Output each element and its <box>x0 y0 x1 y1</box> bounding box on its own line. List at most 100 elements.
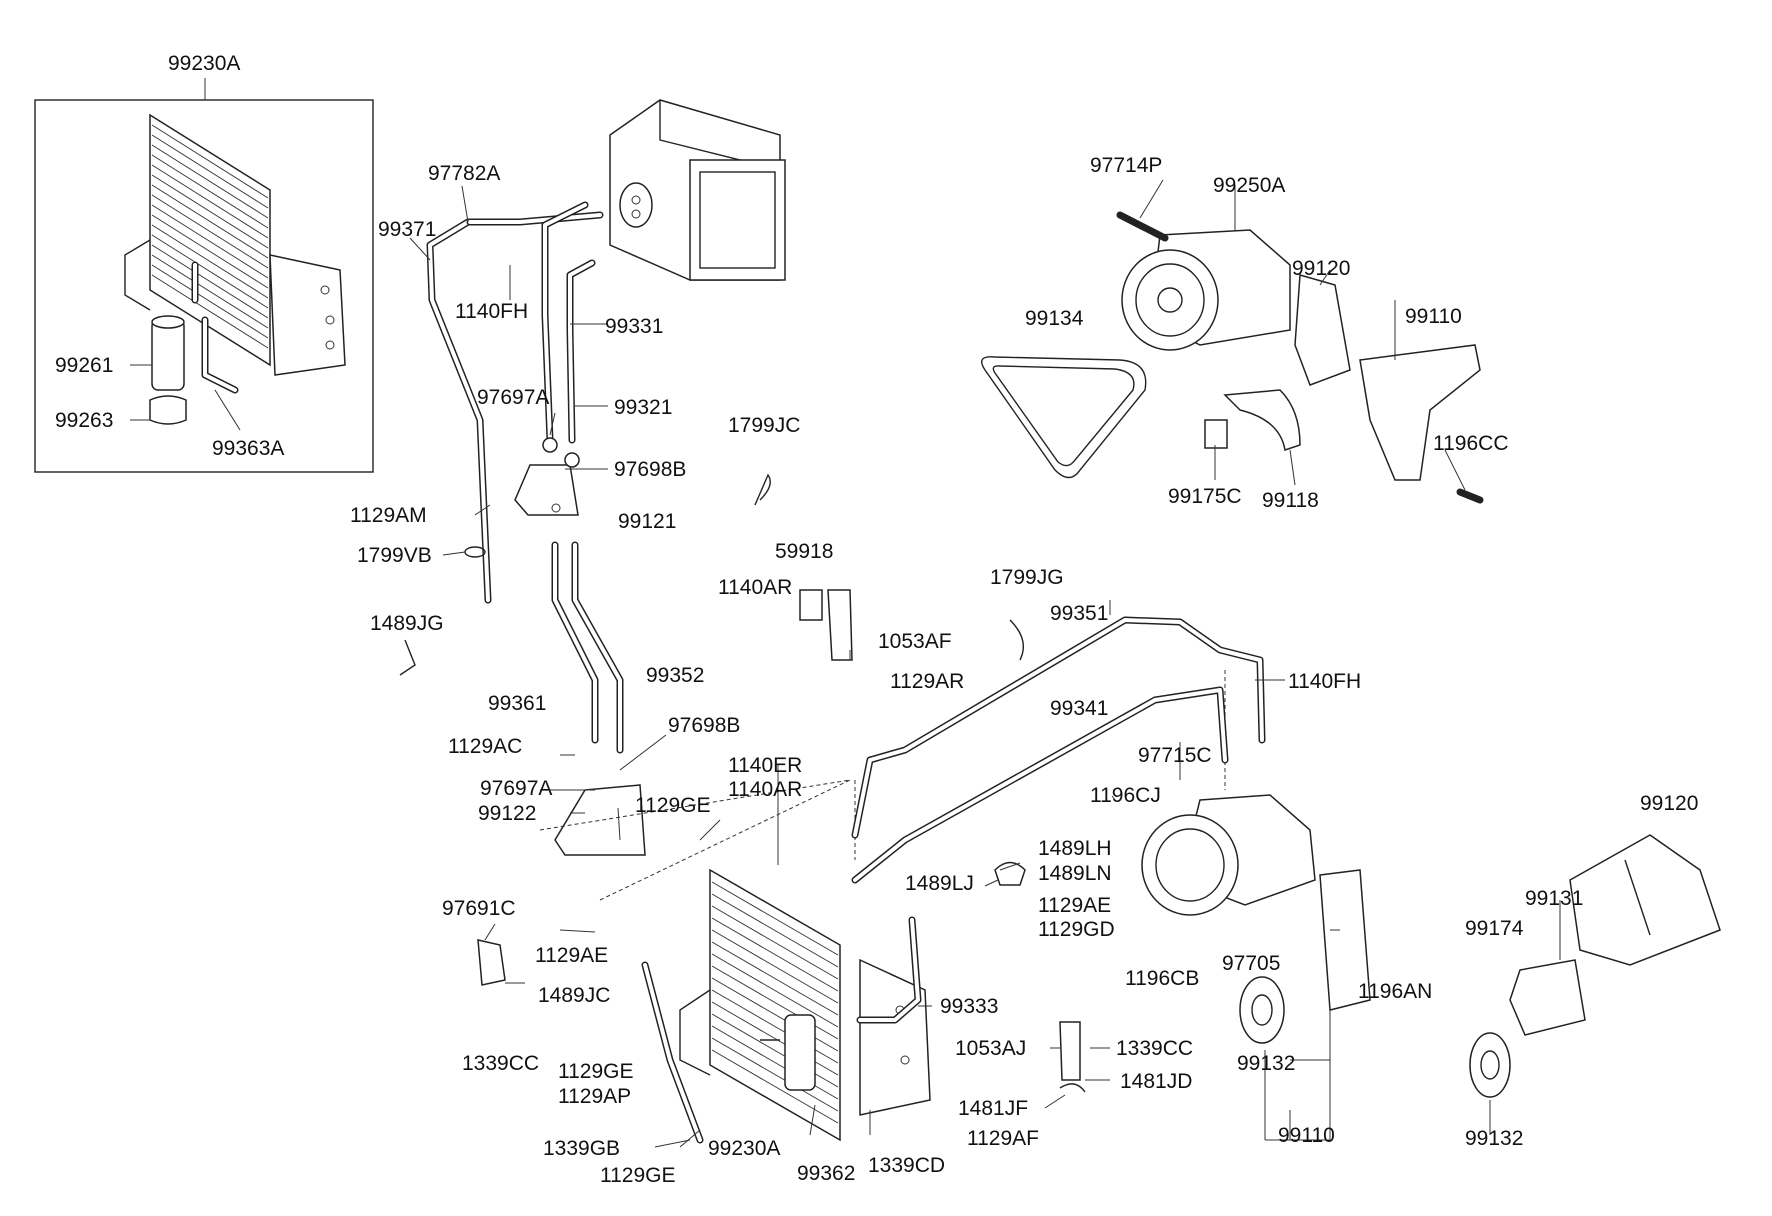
bracket-99110-top <box>1359 344 1481 481</box>
label-1339GB: 1339GB <box>543 1137 620 1160</box>
inset-condenser-assembly <box>34 78 374 473</box>
spacer-99175C <box>1204 419 1228 449</box>
label-99263: 99263 <box>55 409 113 432</box>
label-99175C: 99175C <box>1168 485 1242 508</box>
label-1489JC: 1489JC <box>538 984 610 1007</box>
clip-1481JF <box>1059 1083 1086 1093</box>
evaporator-unit <box>609 99 786 281</box>
label-97697A-a: 97697A <box>477 386 549 409</box>
idler-pulley-b <box>1469 1032 1511 1098</box>
label-1799JC: 1799JC <box>728 414 800 437</box>
label-1489LJ: 1489LJ <box>905 872 974 895</box>
label-97698B-b: 97698B <box>668 714 740 737</box>
pipe-99341 <box>851 686 1229 884</box>
label-99230A-bot: 99230A <box>708 1137 780 1160</box>
label-1489LH: 1489LH <box>1038 837 1112 860</box>
condenser-bottom <box>679 868 931 1142</box>
label-1129GE-a: 1129GE <box>635 794 711 817</box>
label-1481JF: 1481JF <box>958 1097 1028 1120</box>
bracket-1053AJ <box>1059 1021 1081 1081</box>
clip-1489JG <box>399 639 416 676</box>
label-97691C: 97691C <box>442 897 516 920</box>
label-97714P: 97714P <box>1090 154 1162 177</box>
label-1053AJ: 1053AJ <box>955 1037 1026 1060</box>
label-1129GE-c: 1129GE <box>600 1164 676 1187</box>
receiver-drier-bottom <box>784 1014 816 1091</box>
pipe-99351 <box>851 616 1266 839</box>
callout-labels: 99230A 99261 99263 99363A 97782A 99371 1… <box>55 52 1698 1187</box>
label-99110-a: 99110 <box>1405 305 1462 328</box>
label-99132-b: 99132 <box>1465 1127 1523 1150</box>
label-1339CC-b: 1339CC <box>1116 1037 1193 1060</box>
label-99120-b: 99120 <box>1640 792 1698 815</box>
label-99118: 99118 <box>1262 489 1319 512</box>
compressor-top <box>1121 229 1291 351</box>
pipe-99361-99352 <box>551 541 624 754</box>
label-99230A-top: 99230A <box>168 52 240 75</box>
label-1140ER: 1140ER <box>728 754 802 777</box>
label-99134: 99134 <box>1025 307 1084 330</box>
label-1129AF: 1129AF <box>967 1127 1039 1150</box>
label-99120-a: 99120 <box>1292 257 1350 280</box>
label-1129AR: 1129AR <box>890 670 964 693</box>
label-99261: 99261 <box>55 354 113 377</box>
label-1481JD: 1481JD <box>1120 1070 1192 1093</box>
label-1129AC: 1129AC <box>448 735 522 758</box>
label-99331: 99331 <box>605 315 663 338</box>
label-99363A: 99363A <box>212 437 284 460</box>
label-1140AR-a: 1140AR <box>718 576 792 599</box>
label-1196AN: 1196AN <box>1358 980 1432 1003</box>
inset-frame <box>34 99 374 473</box>
bracket-97691C <box>477 939 506 986</box>
bracket-99120-top <box>1294 274 1351 386</box>
bracket-1053AF <box>827 589 853 661</box>
compressor-bottom <box>1141 794 1316 916</box>
label-99361: 99361 <box>488 692 546 715</box>
drier-clamp <box>149 395 187 425</box>
label-1053AF: 1053AF <box>878 630 952 653</box>
condenser-core <box>149 113 271 367</box>
label-99352: 99352 <box>646 664 704 687</box>
label-1129AP: 1129AP <box>558 1085 631 1108</box>
label-1129AM: 1129AM <box>350 504 427 527</box>
label-1489LN: 1489LN <box>1038 862 1112 885</box>
label-99250A: 99250A <box>1213 174 1285 197</box>
label-1196CB: 1196CB <box>1125 967 1199 990</box>
label-99131: 99131 <box>1525 887 1583 910</box>
bracket-99110-bottom <box>1319 869 1371 1011</box>
clip-1799VB <box>464 546 486 558</box>
label-1339CC-a: 1339CC <box>462 1052 539 1075</box>
label-99110-b: 99110 <box>1278 1124 1335 1147</box>
label-1799JG: 1799JG <box>990 566 1064 589</box>
label-99341: 99341 <box>1050 697 1108 720</box>
bracket-99121 <box>514 464 579 516</box>
clip-1799JG <box>1009 619 1024 661</box>
adjusting-plate <box>1223 389 1301 451</box>
label-99122: 99122 <box>478 802 536 825</box>
label-99174: 99174 <box>1465 917 1524 940</box>
condenser-side-bracket <box>269 254 346 376</box>
clip-59918 <box>799 589 823 621</box>
label-1196CJ: 1196CJ <box>1090 784 1161 807</box>
label-99333: 99333 <box>940 995 998 1018</box>
label-99362: 99362 <box>797 1162 855 1185</box>
clip-1799JC <box>754 473 771 506</box>
label-1489JG: 1489JG <box>370 612 444 635</box>
clip-1489LH <box>994 861 1026 886</box>
idler-pulley-a <box>1239 976 1285 1044</box>
receiver-drier <box>151 319 185 391</box>
label-1799VB: 1799VB <box>357 544 432 567</box>
label-1140FH-b: 1140FH <box>1288 670 1361 693</box>
pipe-99333 <box>856 916 922 1024</box>
pipe-99331-99321 <box>541 201 596 444</box>
label-1129GD: 1129GD <box>1038 918 1115 941</box>
label-99371: 99371 <box>378 218 436 241</box>
label-99132-a: 99132 <box>1237 1052 1295 1075</box>
label-59918: 59918 <box>775 540 833 563</box>
bracket-99122 <box>554 784 646 856</box>
label-1129AE-a: 1129AE <box>1038 894 1111 917</box>
pipe-99371 <box>426 211 604 604</box>
label-99321: 99321 <box>614 396 672 419</box>
label-97715C: 97715C <box>1138 744 1212 767</box>
